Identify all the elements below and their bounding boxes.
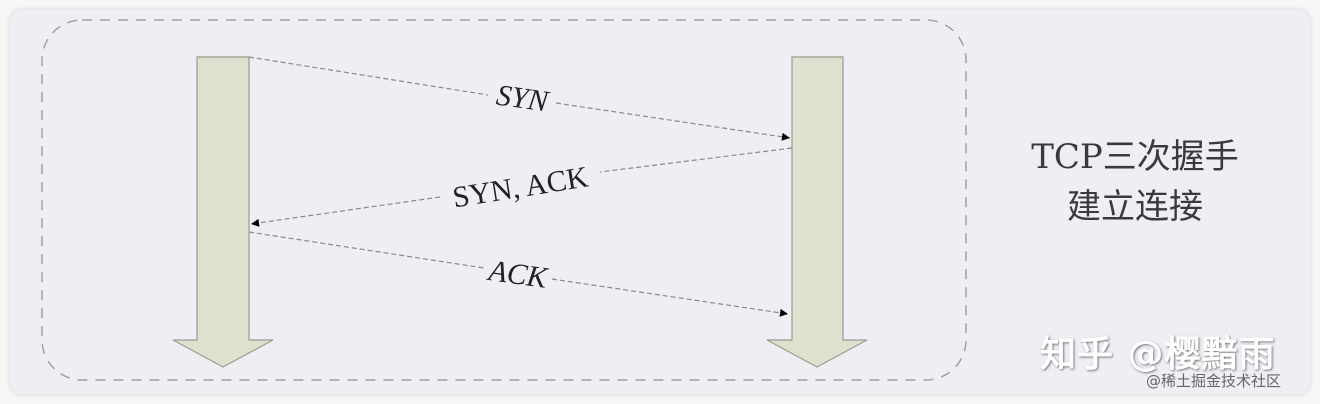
synack-arrow-head	[250, 196, 441, 227]
zhihu-watermark: 知乎 @樱黯雨	[1040, 334, 1276, 375]
ack-label: ACK	[485, 254, 551, 295]
ack-message-line	[248, 231, 485, 269]
juejin-watermark: @稀土掘金技术社区	[1146, 372, 1282, 390]
diagram-caption: TCP三次握手 建立连接	[1010, 132, 1260, 232]
syn-message-line	[248, 56, 489, 96]
syn-arrow-head	[555, 102, 791, 141]
caption-line-2: 建立连接	[1067, 187, 1203, 227]
caption-line-1: TCP三次握手	[1031, 137, 1239, 177]
server-timeline-arrow	[766, 56, 868, 368]
synack-message-line	[599, 147, 793, 173]
dashed-boundary	[41, 19, 967, 381]
synack-label: SYN, ACK	[450, 160, 591, 214]
ack-arrow-head	[551, 278, 789, 317]
syn-label: SYN	[494, 79, 552, 119]
client-timeline-arrow	[172, 56, 274, 368]
